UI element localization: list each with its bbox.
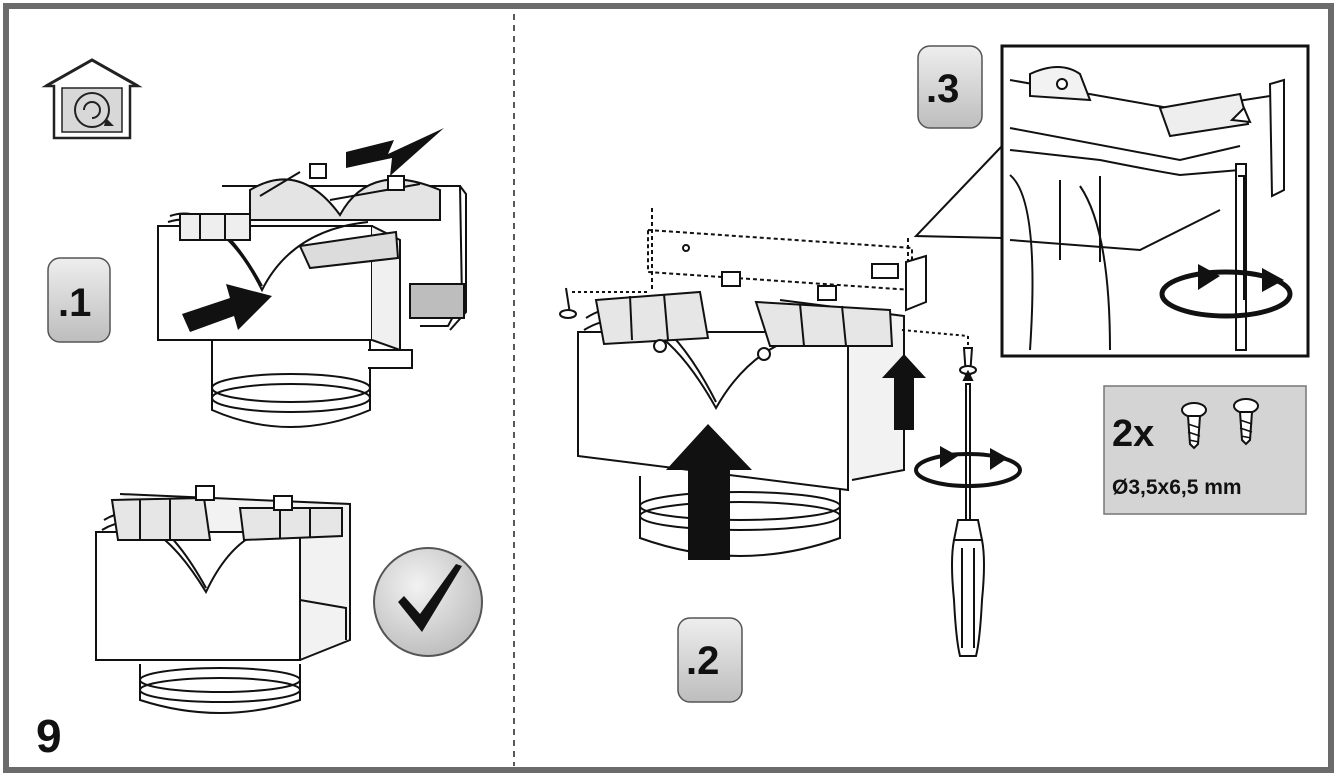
- step-1-badge: .1: [47, 257, 111, 343]
- step-1-label: .1: [58, 281, 91, 325]
- screw-quantity: 2x: [1112, 413, 1154, 455]
- screw-icon: [1181, 402, 1207, 450]
- checkmark-icon: [373, 547, 483, 657]
- screw-size: Ø3,5x6,5 mm: [1112, 476, 1242, 499]
- page-number: 9: [36, 710, 62, 762]
- adapter-assembled-illustration: [95, 485, 351, 714]
- press-arrow-bottom-icon: [182, 284, 272, 332]
- rotation-arrow-icon: [914, 446, 1022, 488]
- adapter-fold-illustration: [157, 163, 467, 428]
- screwdriver-icon: [951, 369, 985, 657]
- step-3-badge: .3: [917, 45, 983, 129]
- recirculation-house-icon: [41, 58, 143, 140]
- detail-inset: [913, 44, 1310, 358]
- press-arrow-top-icon: [346, 128, 444, 176]
- step-2-badge: .2: [677, 617, 743, 703]
- screw-icon: [1233, 398, 1259, 446]
- step-2-label: .2: [686, 639, 719, 683]
- lift-arrow-small-icon: [882, 354, 926, 430]
- lift-arrow-large-icon: [666, 424, 752, 560]
- screw-spec-box: 2x Ø3,5x6,5 mm: [1103, 385, 1307, 515]
- step-3-label: .3: [926, 67, 959, 111]
- rotation-arrow-inset-icon: [1159, 264, 1293, 319]
